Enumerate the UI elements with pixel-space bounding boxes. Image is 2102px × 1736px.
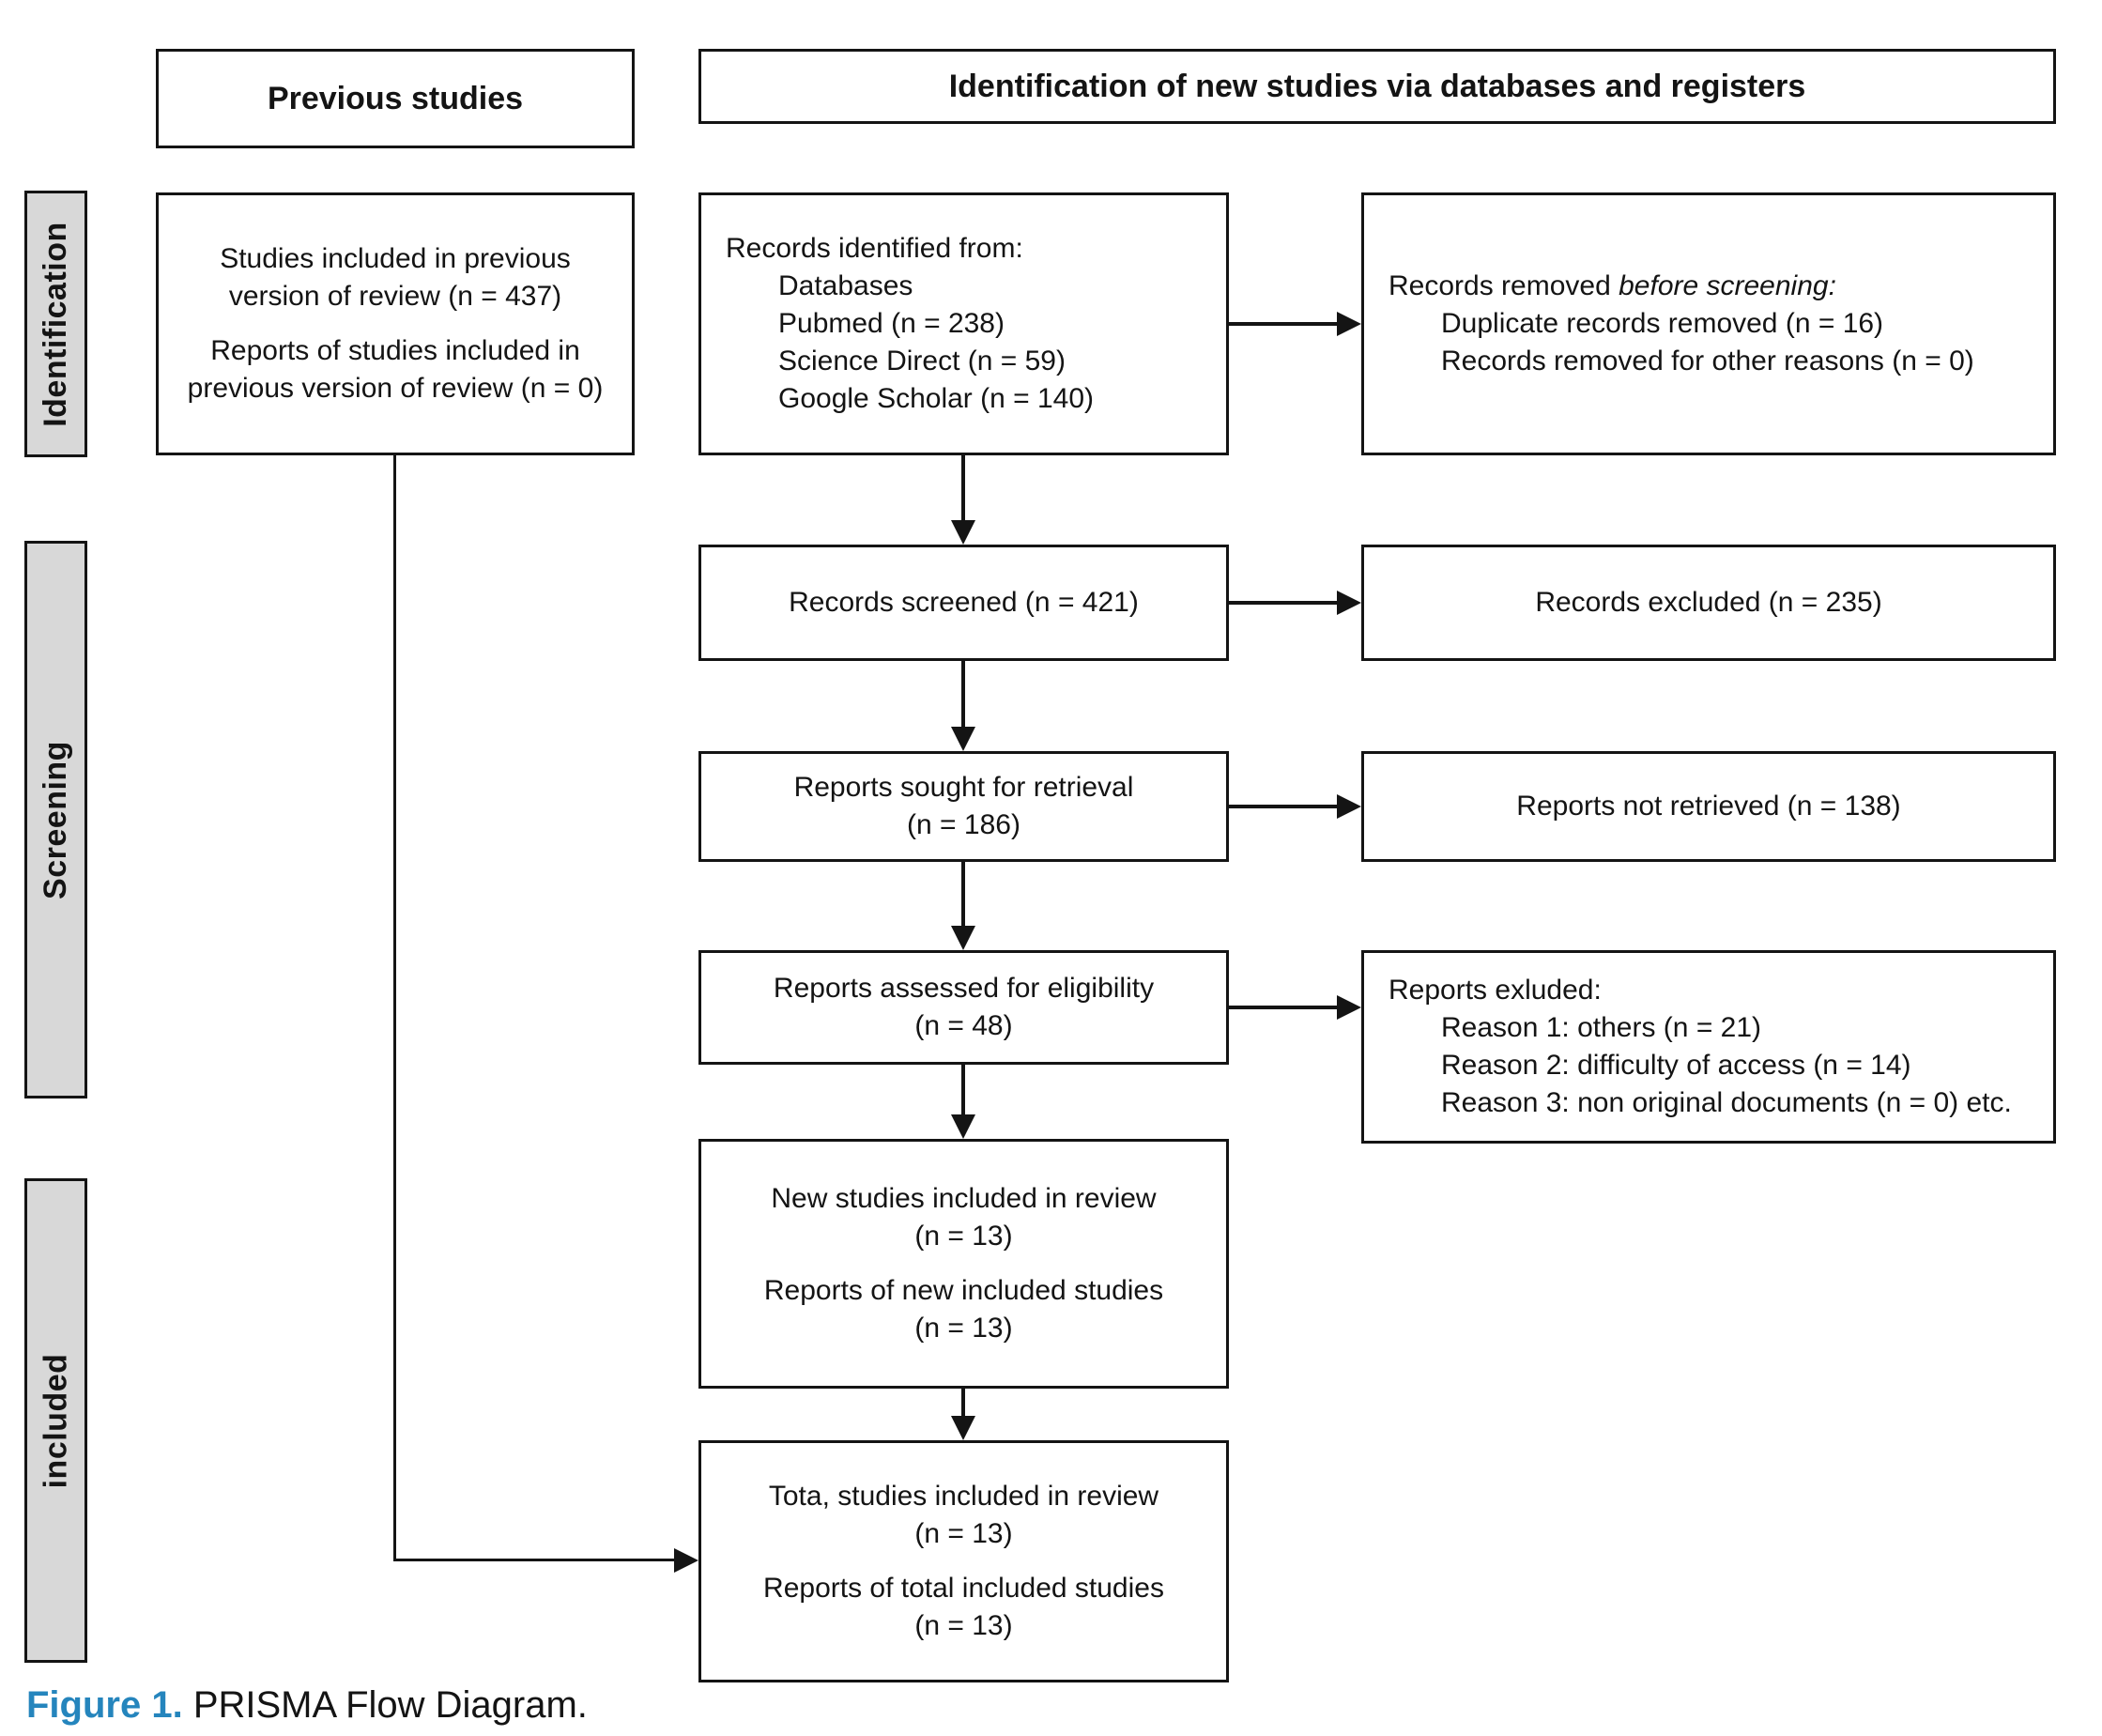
records-removed-item-duplicates: Duplicate records removed (n = 16) — [1441, 308, 1884, 339]
reports-excluded-reason2: Reason 2: difficulty of access (n = 14) — [1441, 1050, 1911, 1081]
arrow-right-icon — [674, 1548, 698, 1573]
sidebar-stage-screening-label: Screening — [38, 740, 74, 899]
arrow-right-icon — [1337, 312, 1361, 336]
arrow-down-icon — [951, 926, 975, 950]
new-studies-para2-line1: Reports of new included studies — [763, 1275, 1164, 1306]
box-reports-not-retrieved: Reports not retrieved (n = 138) — [1361, 751, 2056, 862]
arrow-line — [961, 1065, 965, 1116]
box-records-excluded: Records excluded (n = 235) — [1361, 545, 2056, 661]
arrow-line — [1229, 601, 1339, 605]
reports-sought-line1: Reports sought for retrieval — [793, 772, 1134, 803]
arrow-down-icon — [951, 520, 975, 545]
box-previous-studies-included: Studies included in previous version of … — [156, 192, 635, 455]
records-screened-label: Records screened (n = 421) — [789, 587, 1139, 618]
new-studies-para2-line2: (n = 13) — [914, 1313, 1013, 1344]
sidebar-stage-identification-label: Identification — [38, 221, 73, 427]
arrow-line — [961, 455, 965, 522]
arrow-right-icon — [1337, 794, 1361, 819]
total-studies-para2-line2: (n = 13) — [914, 1610, 1013, 1641]
arrow-line — [1229, 1006, 1339, 1009]
connector-horizontal-line — [393, 1559, 676, 1561]
arrow-line — [961, 1389, 965, 1418]
sidebar-stage-screening: Screening — [24, 541, 87, 1098]
header-identification-new-studies: Identification of new studies via databa… — [698, 49, 2056, 124]
records-identified-item-databases: Databases — [778, 270, 913, 301]
arrow-line — [1229, 805, 1339, 808]
records-removed-item-other: Records removed for other reasons (n = 0… — [1441, 346, 1974, 376]
header-previous-studies: Previous studies — [156, 49, 635, 148]
box-total-studies-included: Tota, studies included in review (n = 13… — [698, 1440, 1229, 1682]
records-excluded-label: Records excluded (n = 235) — [1535, 587, 1882, 618]
previous-studies-para2: Reports of studies included in previous … — [187, 335, 604, 404]
new-studies-para1: New studies included in review (n = 13) — [771, 1180, 1156, 1255]
connector-vertical-line — [393, 455, 396, 1561]
box-records-identified: Records identified from: Databases Pubme… — [698, 192, 1229, 455]
records-identified-item-sciencedirect: Science Direct (n = 59) — [778, 346, 1066, 376]
figure-caption: Figure 1. PRISMA Flow Diagram. — [26, 1682, 588, 1728]
records-identified-title: Records identified from: — [726, 233, 1023, 264]
box-records-screened: Records screened (n = 421) — [698, 545, 1229, 661]
arrow-down-icon — [951, 727, 975, 751]
header-identification-new-studies-label: Identification of new studies via databa… — [948, 68, 1806, 104]
new-studies-para1-line2: (n = 13) — [914, 1221, 1013, 1252]
total-studies-para2: Reports of total included studies (n = 1… — [763, 1570, 1164, 1645]
arrow-line — [961, 862, 965, 928]
arrow-line — [961, 661, 965, 729]
reports-excluded-title: Reports exluded: — [1389, 975, 1602, 1006]
total-studies-para1-line1: Tota, studies included in review — [768, 1481, 1159, 1512]
arrow-right-icon — [1337, 591, 1361, 615]
reports-excluded-reason1: Reason 1: others (n = 21) — [1441, 1012, 1762, 1043]
arrow-line — [1229, 322, 1339, 326]
new-studies-para2: Reports of new included studies (n = 13) — [764, 1272, 1163, 1347]
records-removed-title-regular: Records removed — [1389, 270, 1619, 301]
figure-caption-text: PRISMA Flow Diagram. — [182, 1684, 588, 1726]
sidebar-stage-included-label: included — [38, 1353, 74, 1488]
arrow-down-icon — [951, 1114, 975, 1139]
figure-caption-label: Figure 1. — [26, 1684, 183, 1726]
sidebar-stage-included: included — [24, 1178, 87, 1663]
sidebar-stage-identification: Identification — [24, 191, 87, 457]
box-reports-sought: Reports sought for retrieval (n = 186) — [698, 751, 1229, 862]
arrow-right-icon — [1337, 995, 1361, 1020]
reports-assessed-line1: Reports assessed for eligibility — [773, 973, 1155, 1004]
total-studies-para1-line2: (n = 13) — [914, 1518, 1013, 1549]
box-reports-excluded-reasons: Reports exluded: Reason 1: others (n = 2… — [1361, 950, 2056, 1144]
total-studies-para2-line1: Reports of total included studies — [763, 1573, 1164, 1604]
previous-studies-para1: Studies included in previous version of … — [220, 243, 571, 312]
box-reports-assessed: Reports assessed for eligibility (n = 48… — [698, 950, 1229, 1065]
records-identified-item-pubmed: Pubmed (n = 238) — [778, 308, 1005, 339]
records-removed-title-italic: before screening: — [1619, 270, 1836, 301]
reports-excluded-reason3: Reason 3: non original documents (n = 0)… — [1441, 1087, 2012, 1118]
box-new-studies-included: New studies included in review (n = 13) … — [698, 1139, 1229, 1389]
box-records-removed: Records removed before screening: Duplic… — [1361, 192, 2056, 455]
reports-assessed-line2: (n = 48) — [914, 1010, 1013, 1041]
records-removed-title: Records removed before screening: — [1389, 268, 1836, 305]
new-studies-para1-line1: New studies included in review — [771, 1183, 1157, 1214]
reports-sought-line2: (n = 186) — [907, 809, 1020, 840]
reports-not-retrieved-label: Reports not retrieved (n = 138) — [1516, 791, 1901, 822]
total-studies-para1: Tota, studies included in review (n = 13… — [769, 1478, 1158, 1553]
records-identified-item-googlescholar: Google Scholar (n = 140) — [778, 383, 1095, 414]
arrow-down-icon — [951, 1416, 975, 1440]
header-previous-studies-label: Previous studies — [267, 80, 524, 116]
